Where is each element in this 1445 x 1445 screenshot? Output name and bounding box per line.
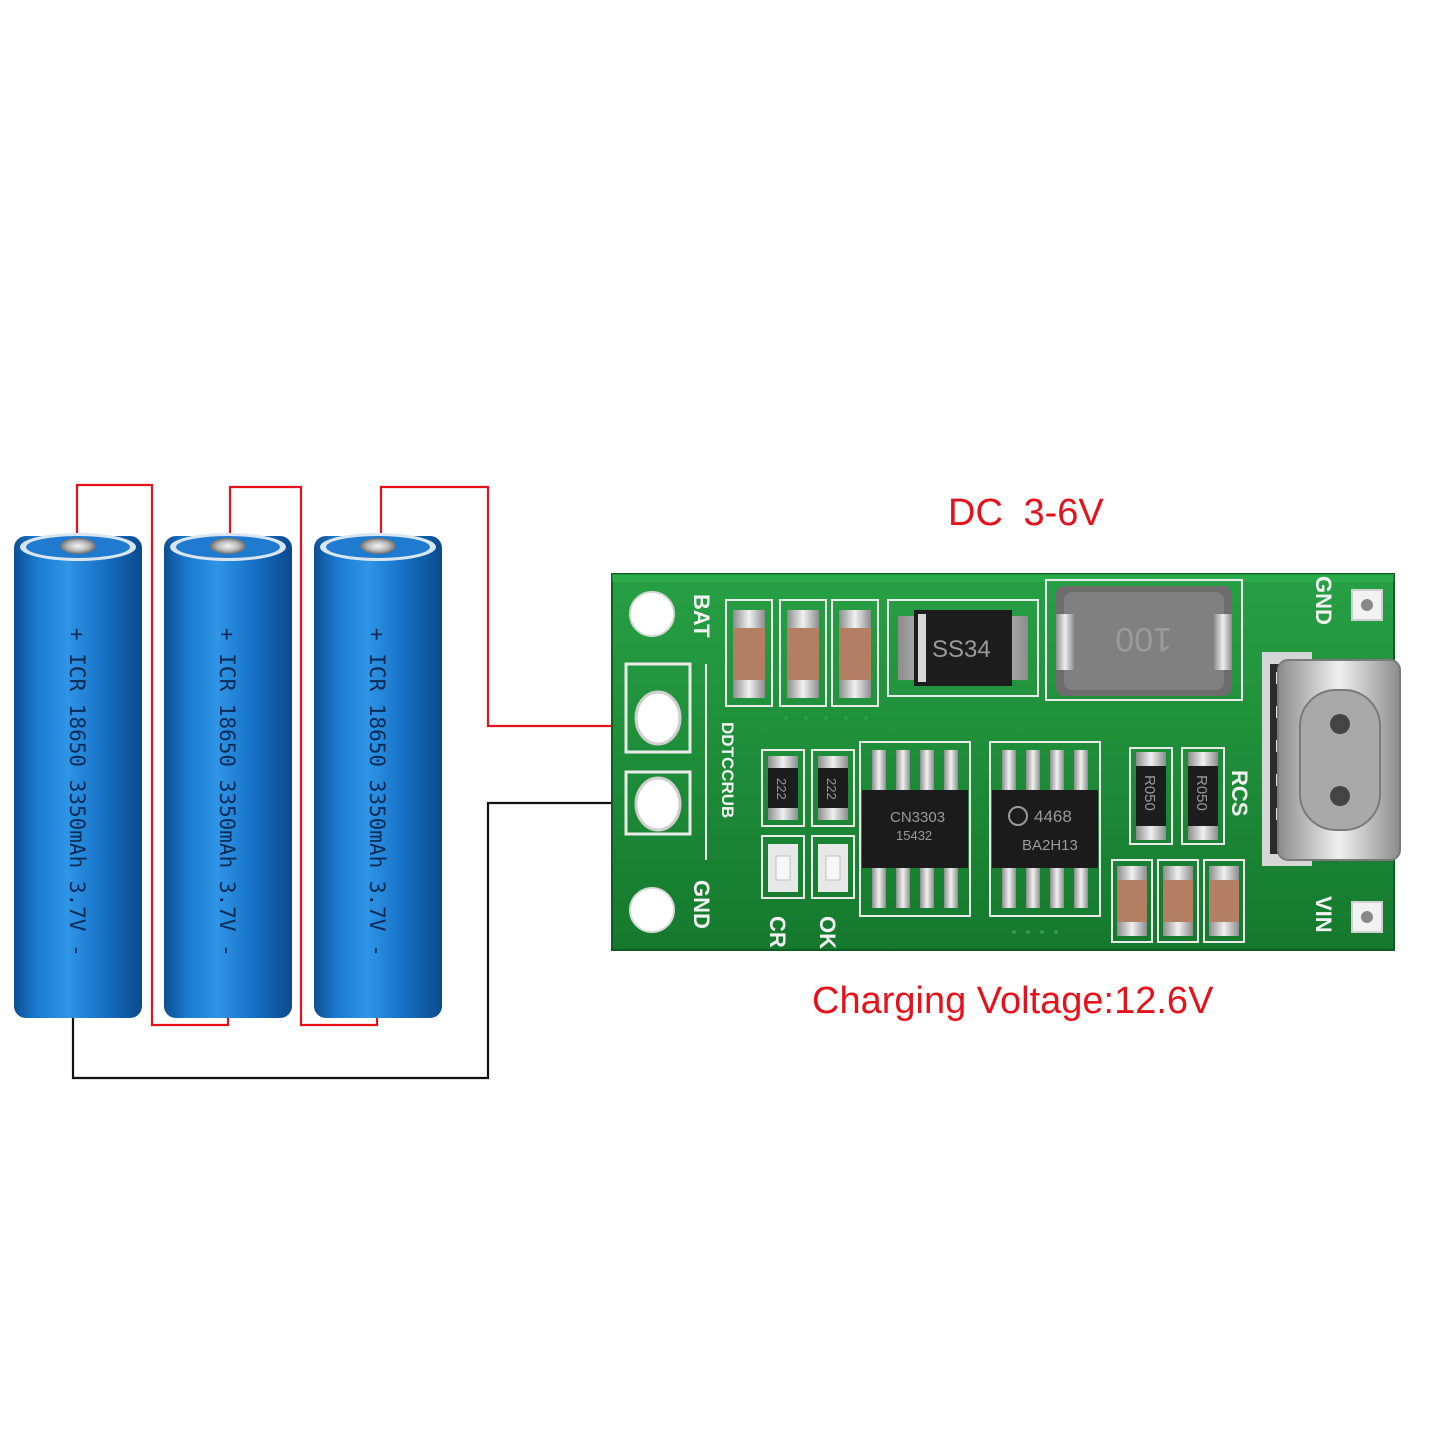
diode-marking: SS34: [932, 636, 991, 663]
vias: [784, 716, 1058, 934]
cell-3: + ICR 18650 3350mAh 3.7V -: [314, 533, 442, 1018]
inductor-marking: 100: [1115, 620, 1172, 658]
wire-cell2-pos-to-cell3-neg: [228, 485, 379, 1027]
mosfet-ic-code: BA2H13: [1022, 837, 1078, 854]
led-resistor-1-marking: 222: [774, 778, 789, 800]
controller-ic-code: 15432: [896, 828, 932, 843]
wire-positive-to-bat: [379, 485, 650, 728]
cell-2-label: + ICR 18650 3350mAh 3.7V -: [215, 628, 239, 957]
cell-3-positive-terminal: [360, 538, 396, 554]
silk-bat: BAT: [689, 594, 714, 638]
wire-negative-to-gnd: [71, 801, 650, 1080]
cell-1: + ICR 18650 3350mAh 3.7V -: [14, 533, 142, 1018]
silk-gnd-left: GND: [689, 880, 714, 929]
silk-vin: VIN: [1311, 896, 1336, 933]
status-leds: CR OK: [761, 835, 855, 949]
charger-board: BAT GND DDTCCRUB SS34: [611, 573, 1401, 951]
input-voltage-caption: DC 3-6V: [948, 492, 1104, 534]
cell-1-positive-terminal: [60, 538, 96, 554]
input-capacitors: [725, 599, 879, 707]
controller-ic-marking: CN3303: [890, 809, 945, 826]
silk-model: DDTCCRUB: [718, 722, 737, 818]
mounting-hole-top-left: [629, 591, 675, 637]
led-resistor-2-marking: 222: [824, 778, 839, 800]
silk-led-ok: OK: [815, 916, 840, 949]
cell-1-label: + ICR 18650 3350mAh 3.7V -: [65, 628, 89, 957]
sense-resistor-1-marking: R050: [1141, 775, 1158, 811]
schottky-diode: SS34: [887, 599, 1039, 697]
cell-2-positive-terminal: [210, 538, 246, 554]
charge-controller-ic: CN3303 15432: [859, 741, 971, 917]
wiring: [71, 483, 650, 1080]
charging-voltage-caption: Charging Voltage:12.6V: [812, 980, 1214, 1022]
usb-c-port: [1262, 652, 1401, 866]
mosfet-ic: 4468 BA2H13: [989, 741, 1101, 917]
cell-3-label: + ICR 18650 3350mAh 3.7V -: [365, 628, 389, 957]
mosfet-ic-marking: 4468: [1034, 807, 1072, 826]
silk-gnd-right: GND: [1311, 576, 1336, 625]
output-capacitors: [1111, 859, 1245, 943]
silk-rcs: RCS: [1227, 770, 1252, 816]
led-resistors: 222 222: [761, 749, 855, 827]
current-sense-resistors: R050 R050: [1129, 747, 1225, 845]
power-inductor: 100: [1045, 579, 1243, 701]
cell-2: + ICR 18650 3350mAh 3.7V -: [164, 533, 292, 1018]
silk-led-cr: CR: [765, 916, 790, 948]
sense-resistor-2-marking: R050: [1193, 775, 1210, 811]
gnd-pad: [634, 776, 682, 832]
wire-cell1-pos-to-cell2-neg: [75, 483, 230, 1027]
bat-pad: [634, 690, 682, 746]
mounting-hole-bottom-left: [629, 887, 675, 933]
